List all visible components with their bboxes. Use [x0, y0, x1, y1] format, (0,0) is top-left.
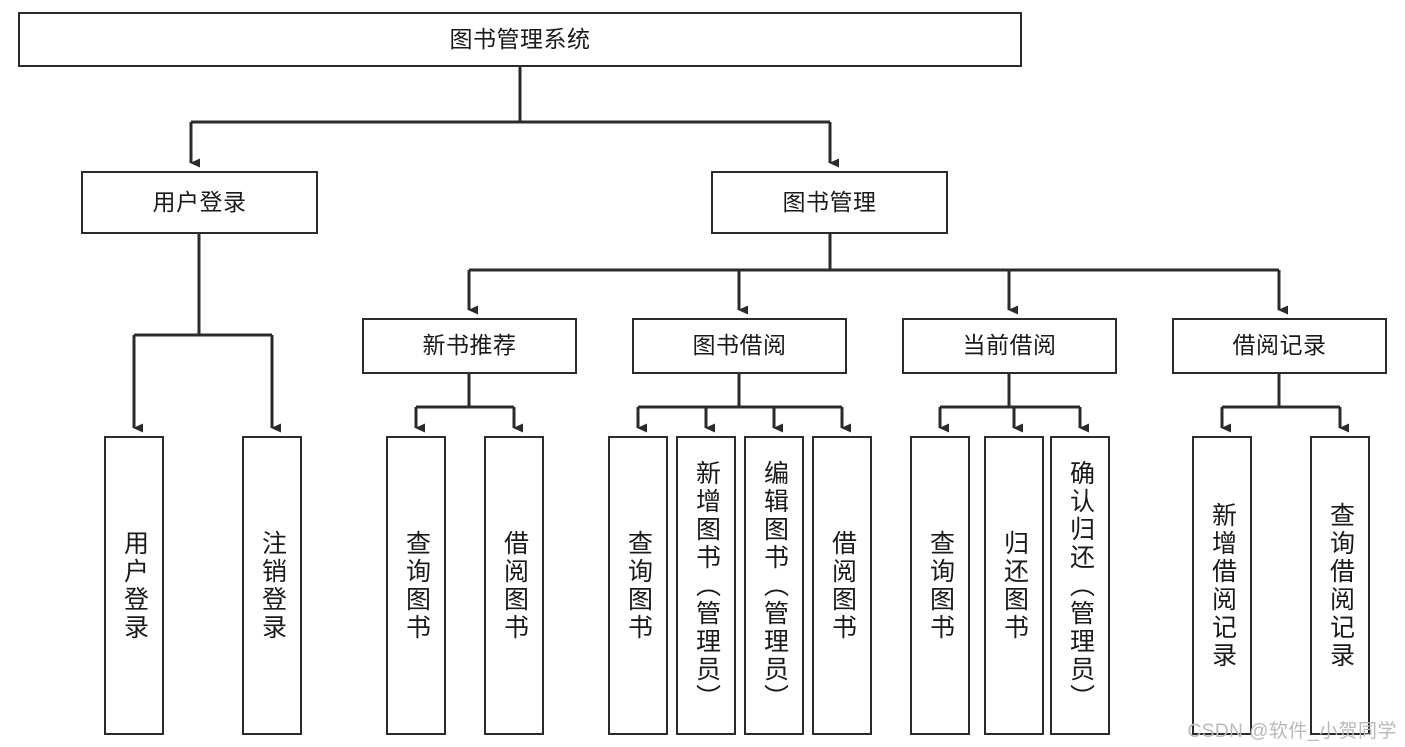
- node-new-book-recommend-label: 新书推荐: [422, 332, 517, 359]
- node-book-borrow-label: 图书借阅: [692, 332, 787, 359]
- watermark: CSDN @软件_小贺同学: [1187, 721, 1397, 742]
- leaf-return-book-label: 归还图书: [1000, 529, 1029, 642]
- leaf-borrow-book-1-label: 借阅图书: [500, 529, 529, 642]
- node-user-login[interactable]: 用户登录: [81, 171, 318, 234]
- leaf-query-book-2[interactable]: 查询图书: [608, 436, 668, 735]
- leaf-query-book-3[interactable]: 查询图书: [910, 436, 970, 735]
- leaf-user-login-label: 用户登录: [120, 529, 149, 642]
- node-user-login-label: 用户登录: [152, 188, 247, 215]
- leaf-return-book[interactable]: 归还图书: [984, 436, 1044, 735]
- node-root-label: 图书管理系统: [449, 25, 591, 52]
- leaf-add-book-admin-label: 新增图书（管理员）: [692, 459, 721, 712]
- leaf-borrow-book-1[interactable]: 借阅图书: [484, 436, 544, 735]
- leaf-borrow-book-2[interactable]: 借阅图书: [812, 436, 872, 735]
- leaf-borrow-book-2-label: 借阅图书: [828, 529, 857, 642]
- leaf-logout-login-label: 注销登录: [258, 529, 287, 642]
- leaf-confirm-return[interactable]: 确认归还（管理员）: [1050, 436, 1110, 735]
- leaf-query-record-label: 查询借阅记录: [1326, 501, 1355, 670]
- leaf-query-book-2-label: 查询图书: [624, 529, 653, 642]
- node-book-borrow[interactable]: 图书借阅: [632, 318, 847, 374]
- leaf-add-record-label: 新增借阅记录: [1208, 501, 1237, 670]
- leaf-add-book-admin[interactable]: 新增图书（管理员）: [676, 436, 736, 735]
- node-current-borrow-label: 当前借阅: [962, 332, 1057, 359]
- node-book-manage-label: 图书管理: [782, 188, 877, 215]
- leaf-query-record[interactable]: 查询借阅记录: [1310, 436, 1370, 735]
- node-borrow-record[interactable]: 借阅记录: [1172, 318, 1387, 374]
- leaf-query-book-1-label: 查询图书: [402, 529, 431, 642]
- node-borrow-record-label: 借阅记录: [1232, 332, 1327, 359]
- leaf-user-login[interactable]: 用户登录: [104, 436, 164, 735]
- leaf-add-record[interactable]: 新增借阅记录: [1192, 436, 1252, 735]
- leaf-query-book-1[interactable]: 查询图书: [386, 436, 446, 735]
- leaf-edit-book-admin[interactable]: 编辑图书（管理员）: [744, 436, 804, 735]
- node-book-manage[interactable]: 图书管理: [711, 171, 948, 234]
- node-new-book-recommend[interactable]: 新书推荐: [362, 318, 577, 374]
- node-current-borrow[interactable]: 当前借阅: [902, 318, 1117, 374]
- leaf-edit-book-admin-label: 编辑图书（管理员）: [760, 459, 789, 712]
- leaf-query-book-3-label: 查询图书: [926, 529, 955, 642]
- node-root[interactable]: 图书管理系统: [18, 12, 1022, 67]
- leaf-confirm-return-label: 确认归还（管理员）: [1066, 459, 1095, 712]
- leaf-logout-login[interactable]: 注销登录: [242, 436, 302, 735]
